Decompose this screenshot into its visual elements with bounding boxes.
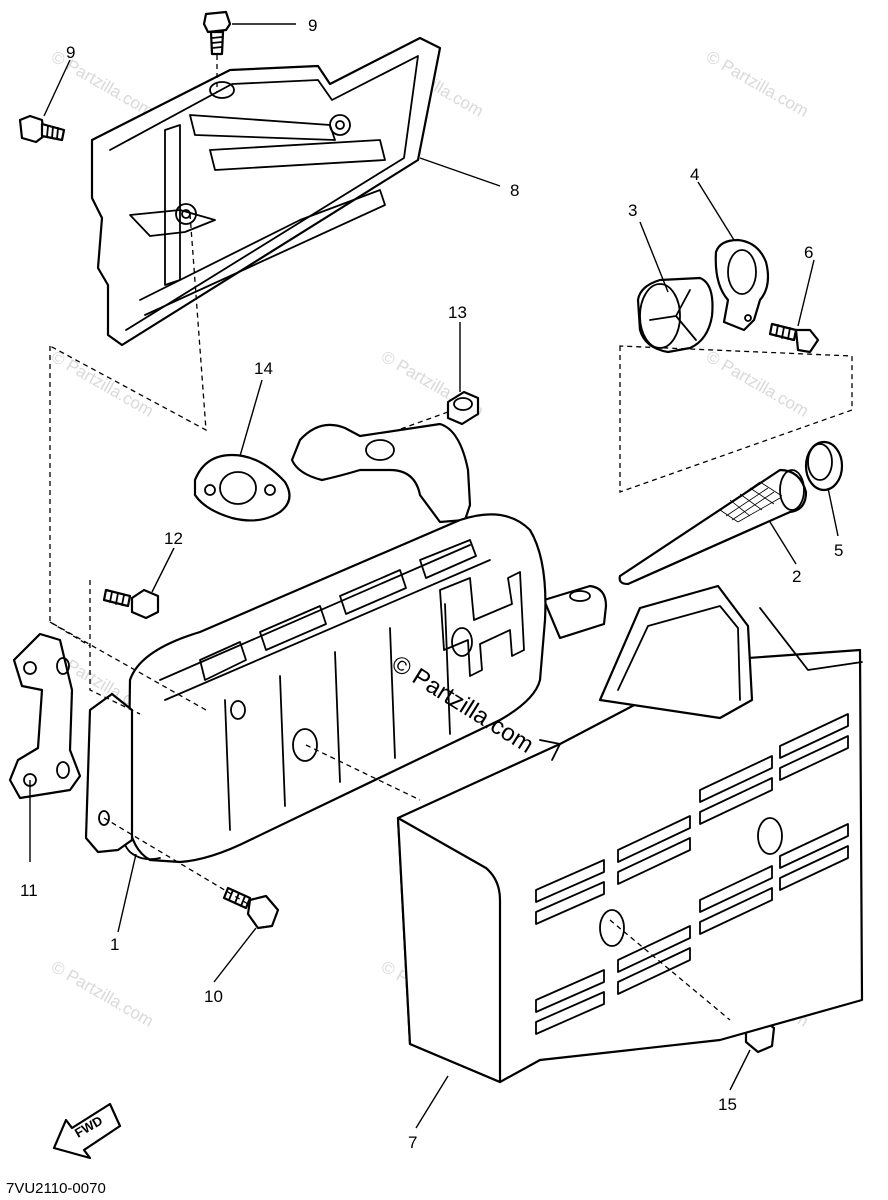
callout-7: 7: [408, 1133, 417, 1152]
watermark-text: © Partzilla.com: [48, 47, 157, 121]
part-3-collar[interactable]: [636, 276, 714, 354]
part-4-clamp[interactable]: [714, 238, 770, 332]
fwd-arrow-icon: FWD: [52, 1102, 122, 1160]
callout-2: 2: [792, 567, 801, 586]
vent-slots: [535, 713, 849, 1035]
part-5-cap[interactable]: [804, 440, 844, 492]
callout-4: 4: [690, 165, 699, 184]
callout-12: 12: [164, 529, 183, 548]
callout-6: 6: [804, 243, 813, 262]
assembly-guide-lines: [49, 213, 853, 1021]
nut-13-axis: [369, 411, 449, 441]
callout-14: 14: [254, 359, 273, 378]
part-9-bolt-left[interactable]: [18, 114, 66, 144]
callout-8: 8: [510, 181, 519, 200]
part-13-nut[interactable]: [446, 390, 480, 426]
part-6-screw[interactable]: [768, 322, 820, 354]
part-12-bolt[interactable]: [102, 588, 160, 620]
part-1-muffler[interactable]: [122, 422, 608, 864]
callout-9-left: 9: [66, 43, 75, 62]
part-2-spark-arrester[interactable]: [618, 468, 808, 586]
part-8-heat-protector[interactable]: [90, 36, 442, 347]
callout-11: 11: [20, 881, 38, 900]
callout-5: 5: [834, 541, 843, 560]
callout-3: 3: [628, 201, 637, 220]
callout-numbers: 1 2 3 4 5 6 7 8 9 9 10 11 12 13 14 15: [20, 16, 843, 1152]
part-9-bolt-top[interactable]: [202, 10, 232, 56]
watermark-text: © Partzilla.com: [703, 47, 812, 121]
diagram-code: 7VU2110-0070: [6, 1180, 106, 1197]
watermark-text: © Partzilla.com: [48, 347, 157, 421]
callout-13: 13: [448, 303, 467, 322]
callout-15: 15: [718, 1095, 737, 1114]
part-14-gasket[interactable]: [193, 453, 291, 522]
callout-9-top: 9: [308, 16, 317, 35]
leader-lines: [29, 23, 839, 1129]
callout-1: 1: [110, 935, 119, 954]
watermark-text: © Partzilla.com: [703, 347, 812, 421]
part-7-muffler-cover[interactable]: [396, 584, 864, 1084]
part-11-bracket[interactable]: [8, 632, 134, 854]
watermark-text: © Partzilla.com: [48, 957, 157, 1031]
callout-10: 10: [204, 987, 223, 1006]
